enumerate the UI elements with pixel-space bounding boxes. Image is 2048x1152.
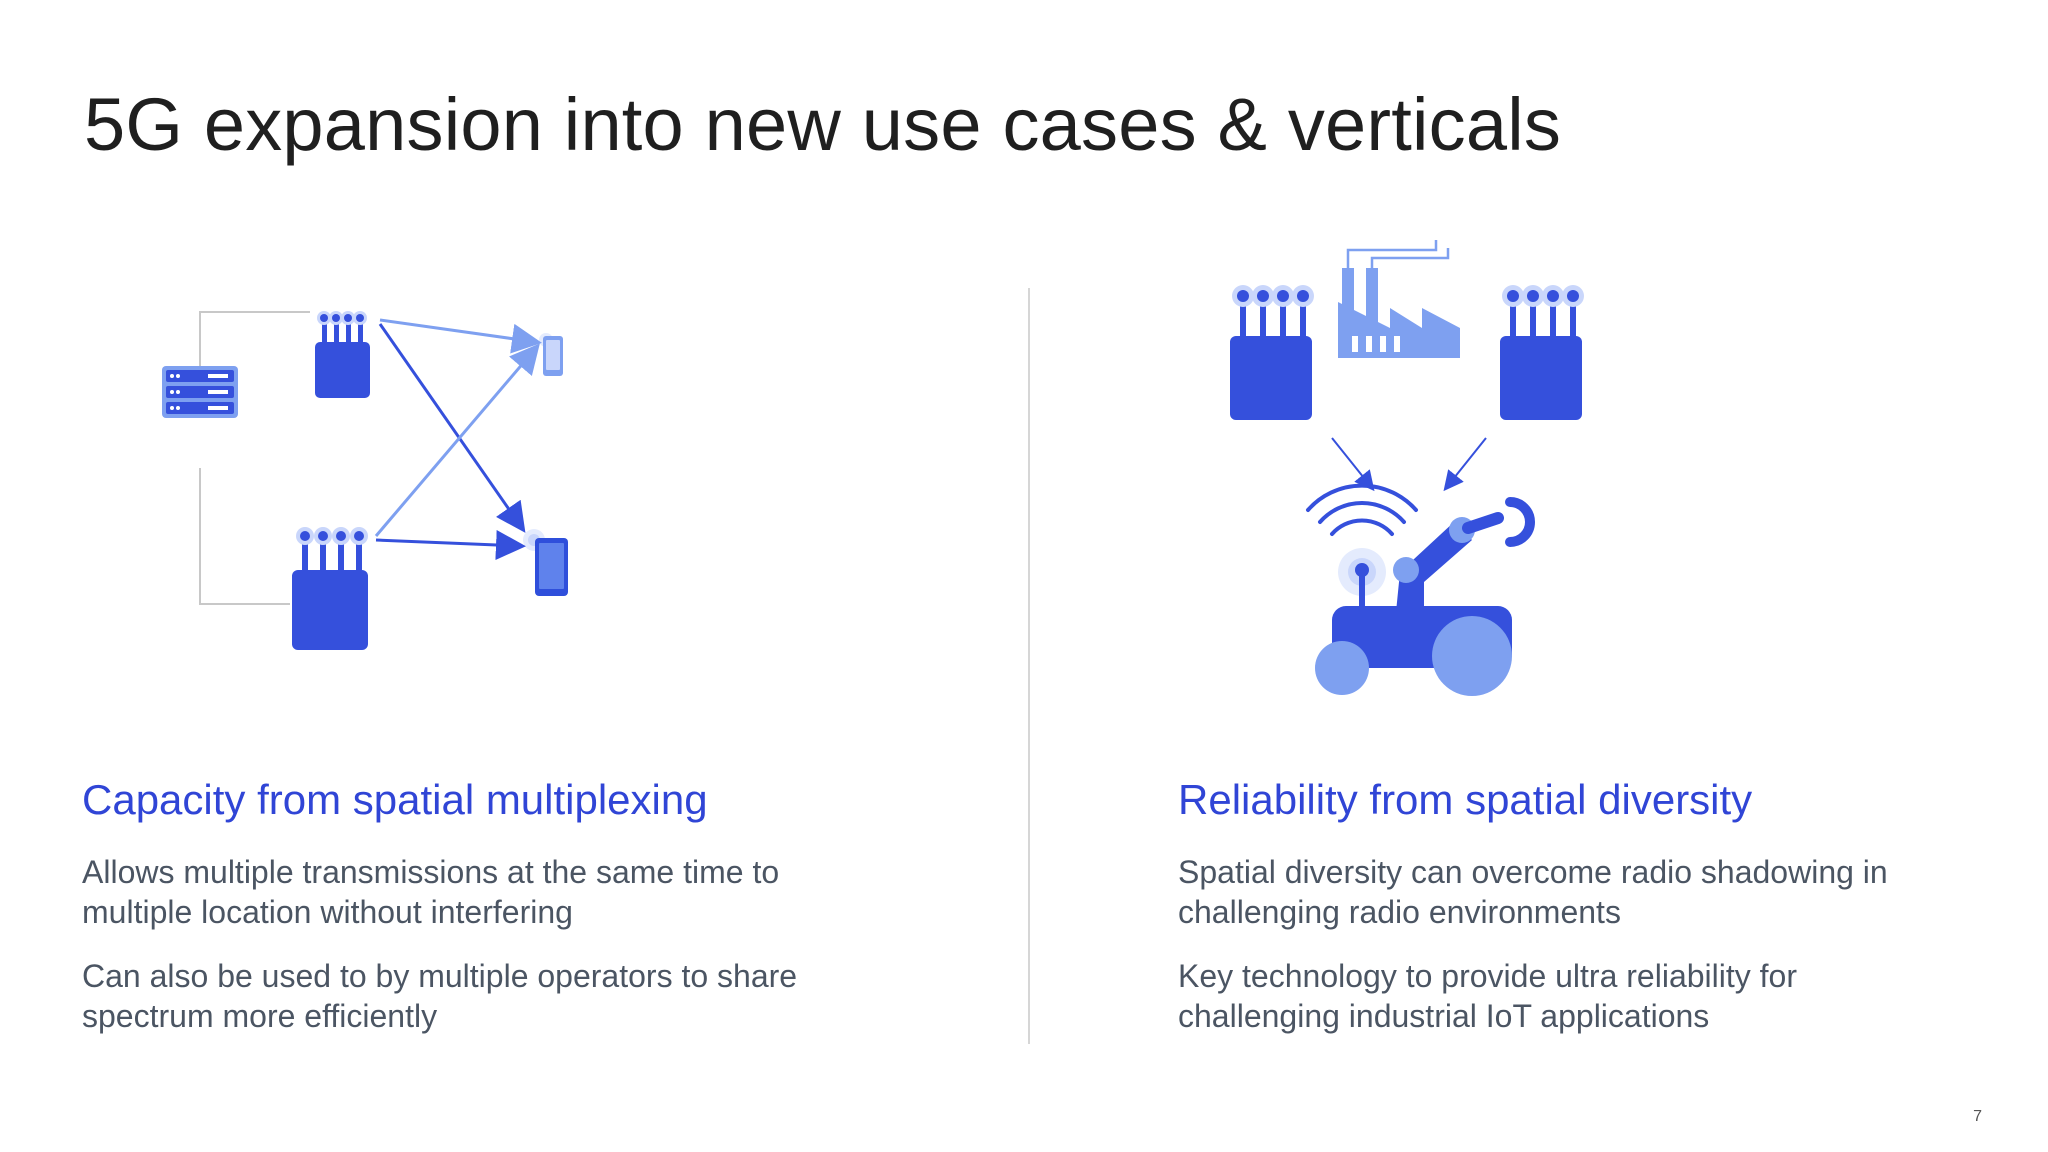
backhaul-lines [199,311,310,605]
robot-arm-icon [1315,497,1535,696]
left-heading: Capacity from spatial multiplexing [82,776,708,823]
diversity-diagram [1230,240,1584,696]
multiplexing-illustration [150,300,590,660]
phone-icon [539,333,563,376]
arrow-icon [1331,437,1487,492]
right-paragraph-1: Spatial diversity can overcome radio sha… [1178,854,1888,930]
antenna-router-icon [315,311,370,398]
right-heading: Reliability from spatial diversity [1178,776,1753,823]
left-paragraph-1: Allows multiple transmissions at the sam… [82,854,780,930]
wifi-signal-icon [1306,483,1418,612]
antenna-router-icon [292,527,368,650]
page-number: 7 [1973,1108,1982,1125]
diversity-illustration [1210,232,1610,712]
antenna-router-icon [1500,285,1584,420]
server-icon [162,366,238,418]
factory-icon [1338,240,1460,358]
left-paragraph-2: Can also be used to by multiple operator… [82,958,798,1034]
right-paragraph-2: Key technology to provide ultra reliabil… [1178,958,1797,1034]
antenna-router-icon [1230,285,1314,420]
phone-icon [523,529,568,596]
multiplexing-diagram [162,311,568,650]
column-divider [1028,288,1030,1044]
arrow-icon [374,318,542,560]
slide-title: 5G expansion into new use cases & vertic… [84,83,1562,166]
